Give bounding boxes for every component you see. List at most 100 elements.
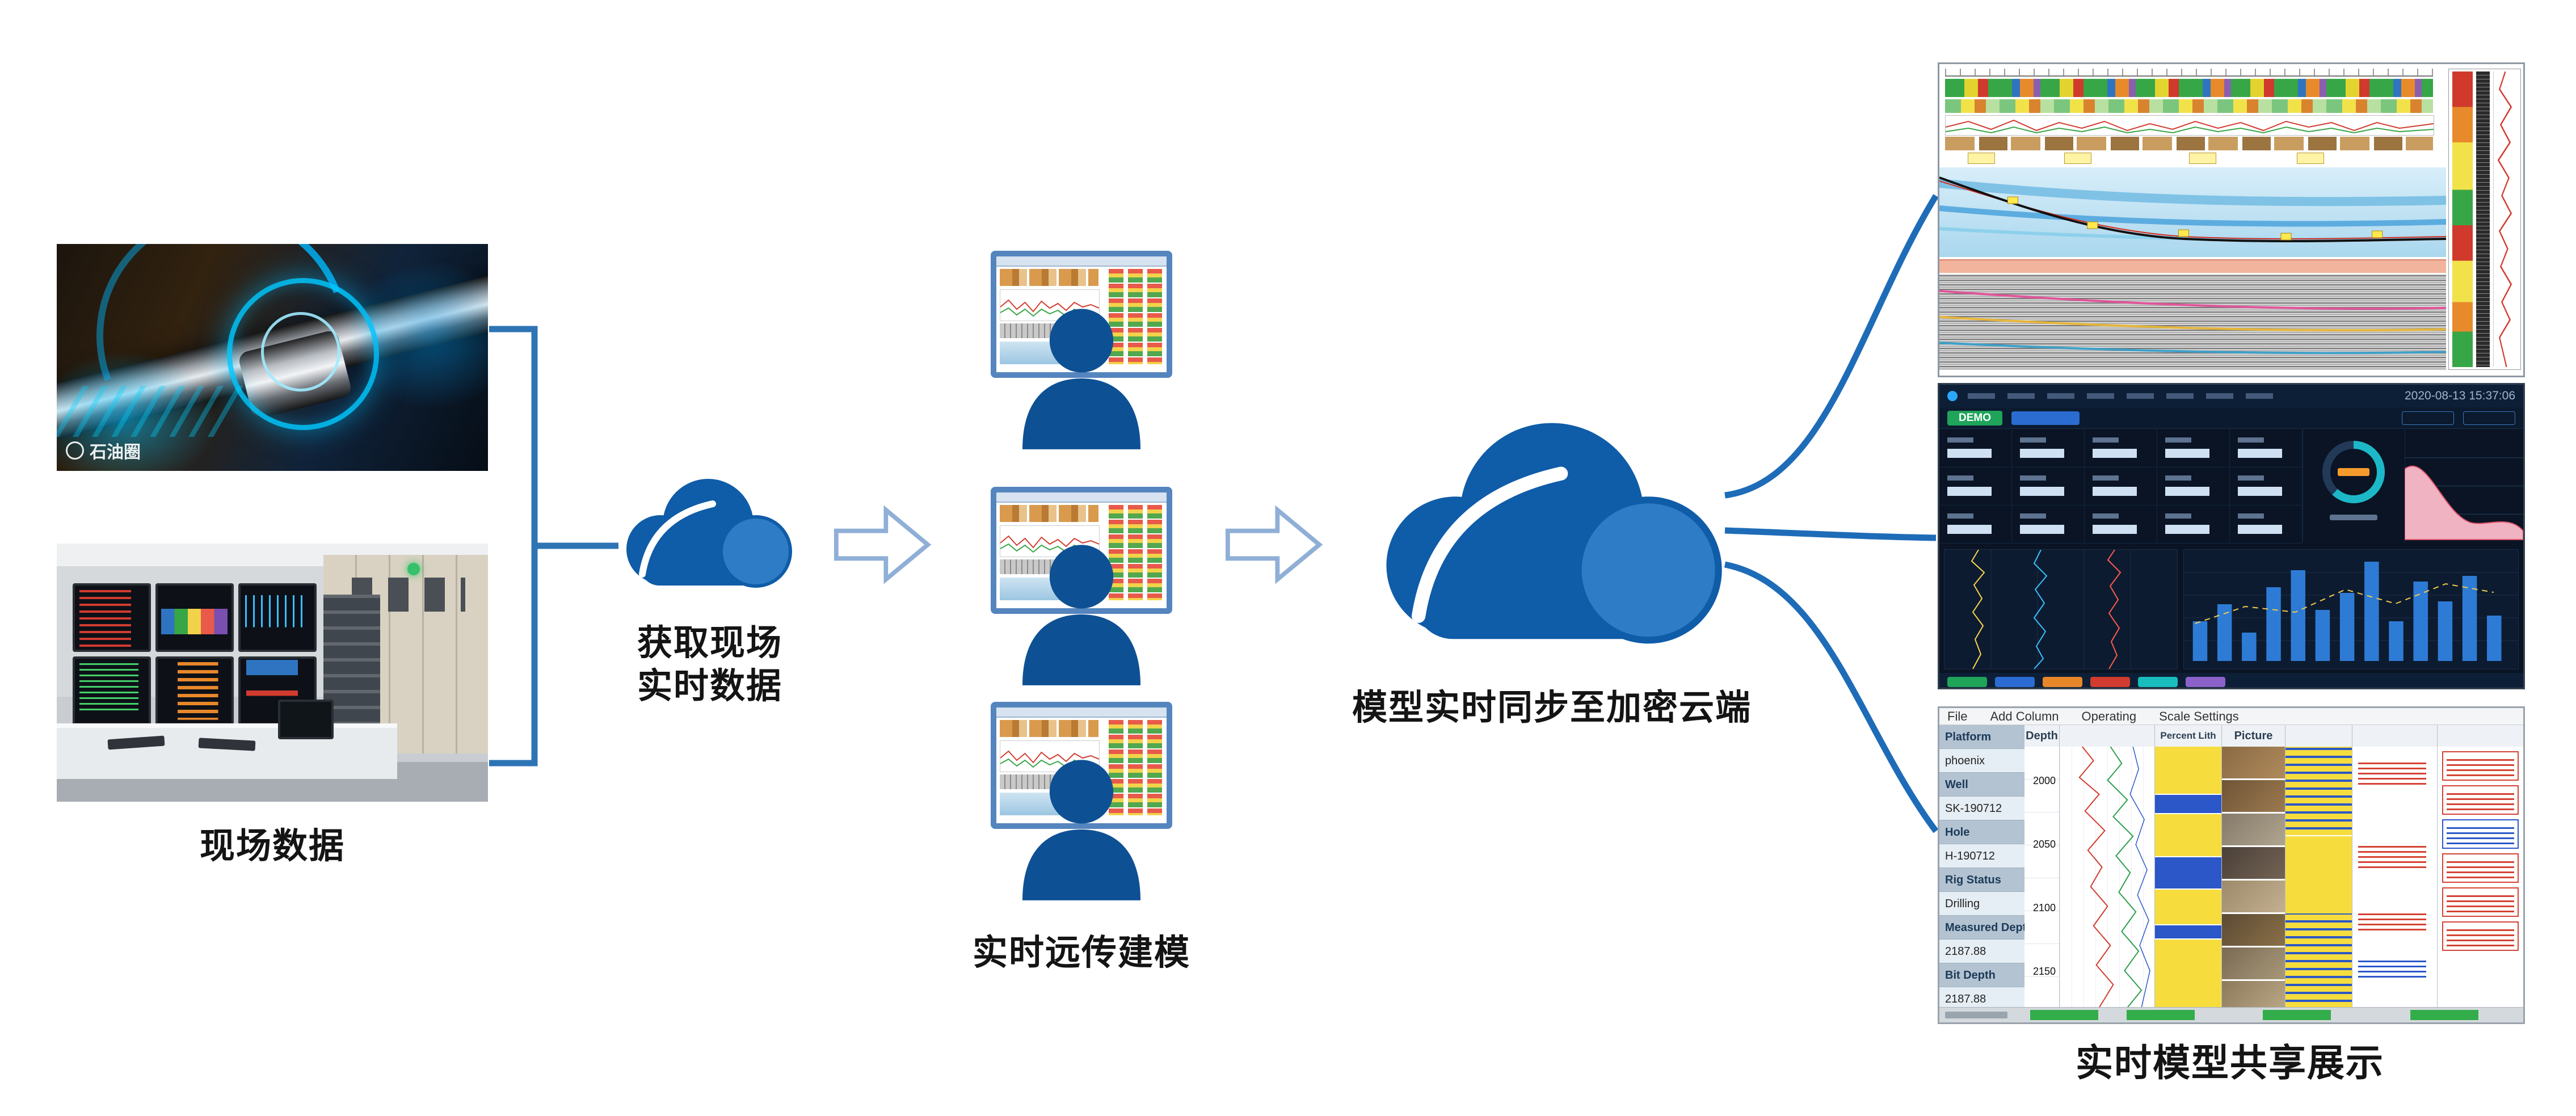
mini-log-column-b	[1128, 505, 1143, 600]
user-person-icon-1	[1022, 309, 1140, 449]
s2-menu-placeholder[interactable]	[1968, 393, 2285, 399]
screen-red-data	[73, 583, 151, 652]
watermark-logo-icon	[66, 441, 84, 460]
s3-status-green-2	[2127, 1010, 2195, 1020]
s3-legend-box	[2442, 921, 2519, 951]
label-remote-modeling: 实时远传建模	[972, 933, 1190, 972]
s2-tag-red[interactable]	[2090, 677, 2130, 687]
s3-header-notes	[2352, 725, 2438, 747]
s3-sidebar-md-label: Measured Depth	[1939, 916, 2024, 940]
s2-bar-chart	[2183, 549, 2519, 669]
mini-log-column-c	[1147, 505, 1162, 600]
s1-annotation-1	[1968, 153, 1995, 164]
flow-arrow-1-icon	[834, 505, 932, 584]
s1-right-log-panel	[2448, 69, 2521, 370]
user-person-icon-3	[1022, 760, 1140, 900]
s3-status-green-1	[2030, 1010, 2098, 1020]
s3-sidebar-rigstatus-label: Rig Status	[1939, 868, 2024, 892]
s3-pattern-band-1	[2285, 747, 2352, 836]
s1-cross-section	[1939, 167, 2447, 257]
s2-tag-orange[interactable]	[2043, 677, 2082, 687]
screenshot-dashboard: 2020-08-13 15:37:06 DEMO	[1938, 383, 2525, 689]
s3-lith-segment-blue-2	[2155, 856, 2221, 890]
s3-rock-photo	[2222, 947, 2285, 981]
s3-status-gray	[1945, 1012, 2007, 1018]
s3-legend-track	[2438, 747, 2523, 1008]
s3-header-depth: Depth	[2024, 725, 2060, 747]
s3-header-row: Depth Percent Lith Picture	[2024, 725, 2523, 747]
mini-lith-strip	[1000, 505, 1098, 522]
s3-picture-track	[2222, 747, 2285, 1014]
s2-outline-chip-2[interactable]	[2463, 411, 2515, 425]
s3-sidebar-well-value: SK-190712	[1939, 797, 2024, 820]
mini-log-column-c	[1147, 269, 1162, 364]
s2-tag-green[interactable]	[1947, 677, 1987, 687]
flow-arrow-2-icon	[1225, 505, 1323, 584]
s3-menu-scale-settings[interactable]: Scale Settings	[2159, 709, 2239, 723]
desk	[57, 723, 397, 779]
s2-tag-teal[interactable]	[2138, 677, 2178, 687]
green-indicator-light	[407, 563, 420, 575]
s3-rock-photo	[2222, 881, 2285, 914]
label-acquire: 获取现场 实时数据	[574, 622, 846, 708]
mini-log-column-c	[1147, 720, 1162, 815]
s1-annotation-2	[2064, 153, 2091, 164]
s3-depth-tick-1: 2000	[2032, 775, 2056, 786]
cloud-icon-acquire	[626, 479, 792, 588]
s3-sidebar-hole-label: Hole	[1939, 820, 2024, 844]
s3-pattern-band-3	[2285, 913, 2352, 1008]
s2-rose-chart	[2404, 429, 2523, 542]
mini-titlebar	[996, 707, 1167, 718]
s3-rock-photo	[2222, 914, 2285, 947]
mini-titlebar	[996, 256, 1167, 267]
s3-sidebar-hole-value: H-190712	[1939, 844, 2024, 868]
s1-right-curve-log	[2493, 71, 2517, 368]
s3-depth-tick-2: 2050	[2032, 839, 2056, 850]
screenshot-geosteering	[1938, 62, 2525, 377]
s2-timestamp: 2020-08-13 15:37:06	[2405, 389, 2515, 402]
s2-outline-chip-1[interactable]	[2402, 411, 2454, 425]
s3-percent-lith-track	[2155, 747, 2222, 1008]
s3-legend-box	[2442, 785, 2519, 815]
photo-drilling-equipment: 石油圈	[57, 244, 488, 471]
s3-header-curves	[2060, 725, 2155, 747]
s3-rock-photo	[2222, 814, 2285, 847]
s3-note-red-2	[2358, 845, 2426, 869]
s1-annotation-4	[2297, 153, 2324, 164]
s3-statusbar	[1939, 1007, 2523, 1022]
mini-log-column-b	[1128, 720, 1143, 815]
s3-menu-add-column[interactable]: Add Column	[1990, 709, 2059, 723]
s2-primary-button[interactable]	[2011, 411, 2080, 425]
s1-seismic-section	[1939, 274, 2447, 370]
s3-note-red-3	[2358, 913, 2426, 931]
screen-curves	[238, 583, 317, 652]
s3-sidebar: Platform phoenix Well SK-190712 Hole H-1…	[1939, 725, 2025, 1011]
s2-grid-separators	[1939, 429, 2303, 542]
s2-demo-badge[interactable]: DEMO	[1947, 410, 2002, 426]
label-share-display: 实时模型共享展示	[2076, 1042, 2384, 1084]
hud-ring-small	[261, 312, 340, 391]
s2-tag-blue[interactable]	[1995, 677, 2035, 687]
s2-bottom-tagbar	[1939, 673, 2523, 688]
screen-orange-log	[155, 656, 234, 725]
s2-curve-tracks-panel	[1944, 549, 2178, 669]
s2-tag-purple[interactable]	[2186, 677, 2225, 687]
cloud-icon-encrypted	[1386, 423, 1722, 644]
s3-menu-operating[interactable]: Operating	[2081, 709, 2137, 723]
s3-legend-box	[2442, 819, 2519, 849]
s2-topbar: 2020-08-13 15:37:06	[1939, 385, 2523, 407]
s3-notes-track	[2352, 747, 2438, 1008]
s3-status-green-4	[2410, 1010, 2478, 1020]
s1-lith-track	[1945, 137, 2433, 150]
photo-control-room	[57, 544, 488, 802]
s3-menu-file[interactable]: File	[1947, 709, 1968, 723]
s2-gauge-label	[2330, 515, 2377, 520]
s1-right-color-log	[2452, 71, 2473, 367]
s3-header-percent-lith: Percent Lith	[2155, 725, 2222, 747]
mini-titlebar	[996, 492, 1167, 503]
screenshot-log-viewer: File Add Column Operating Scale Settings…	[1938, 706, 2525, 1024]
mini-lith-strip	[1000, 269, 1098, 286]
label-acquire-line2: 实时数据	[637, 667, 782, 706]
label-sync-to-cloud: 模型实时同步至加密云端	[1352, 688, 1752, 727]
